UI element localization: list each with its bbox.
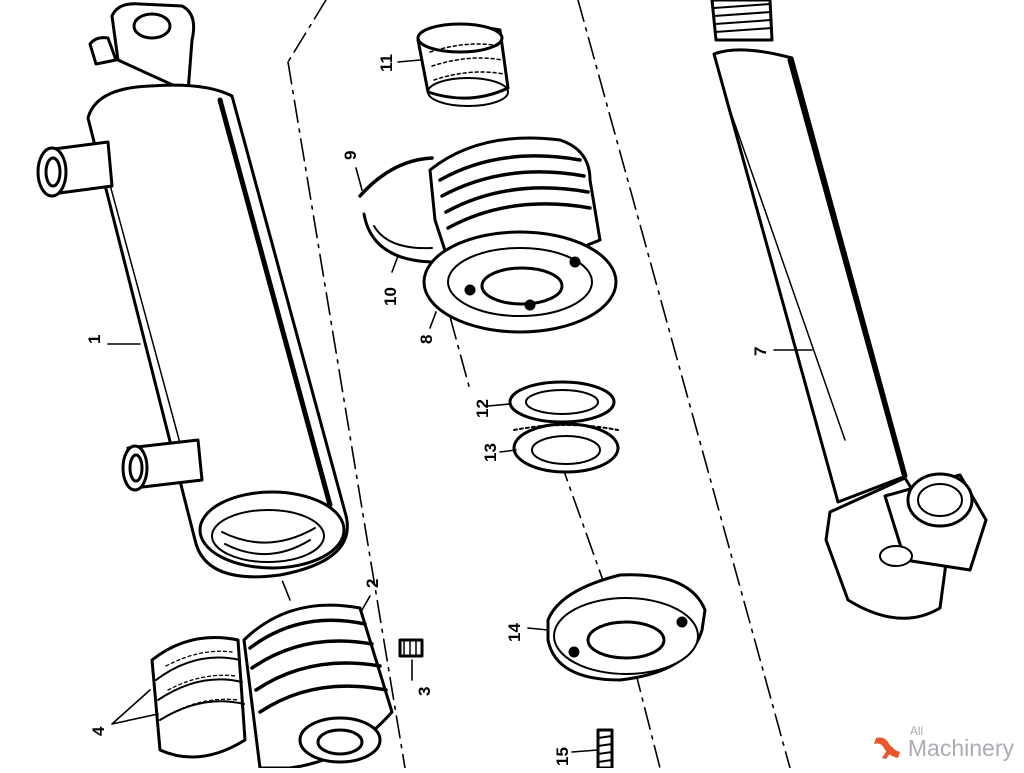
leader-lines [107,59,813,753]
callout-10: 10 [381,287,400,306]
callout-9: 9 [341,151,360,160]
part-bearing-sleeve [416,22,510,107]
callout-14: 14 [505,623,524,642]
allmachinery-logo-icon [873,737,900,759]
part-piston [242,603,394,770]
watermark-text-all: All [909,724,924,738]
callout-12: 12 [473,399,492,418]
part-wiper-seals [508,380,620,474]
part-cylinder-barrel [36,2,349,579]
watermark-logo: All Machinery [872,725,1014,760]
callout-13: 13 [481,443,500,462]
callout-1: 1 [85,335,104,344]
part-retaining-rings [358,156,434,264]
part-flange-nut [546,573,707,682]
callout-4: 4 [89,726,108,736]
part-gland-head [422,136,618,334]
callout-7: 7 [751,347,770,356]
callout-8: 8 [417,335,436,344]
callout-2: 2 [363,579,382,588]
part-grub-screw [398,638,424,658]
callout-3: 3 [415,687,434,696]
callout-11: 11 [377,54,396,72]
part-piston-rod [710,0,988,620]
callout-labels: 1 7 11 9 10 8 12 13 14 15 2 3 4 [85,54,770,766]
watermark-text-machinery: Machinery [907,735,1014,761]
assembly-axis-lines [267,0,791,769]
part-bolt [596,728,614,770]
callout-15: 15 [553,747,572,766]
part-piston-seals [150,636,247,759]
